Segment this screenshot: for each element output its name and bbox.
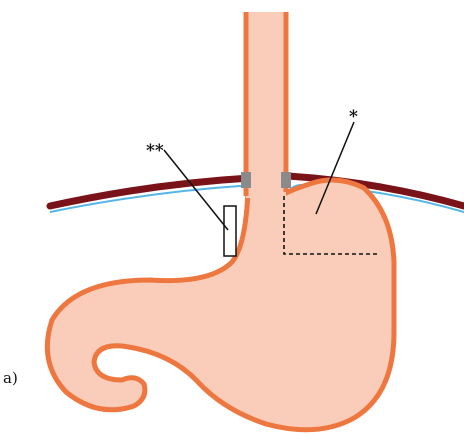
hiatus-connector-right (281, 172, 291, 188)
leader-line-double-star (164, 150, 228, 230)
hiatus-connector-left (241, 172, 251, 188)
stomach-body (47, 180, 394, 430)
label-single-star: * (349, 107, 358, 127)
esophagus-tube (246, 12, 286, 198)
label-double-star: ** (146, 141, 164, 161)
panel-label: a) (3, 369, 18, 387)
left-pouch-box (224, 206, 236, 256)
